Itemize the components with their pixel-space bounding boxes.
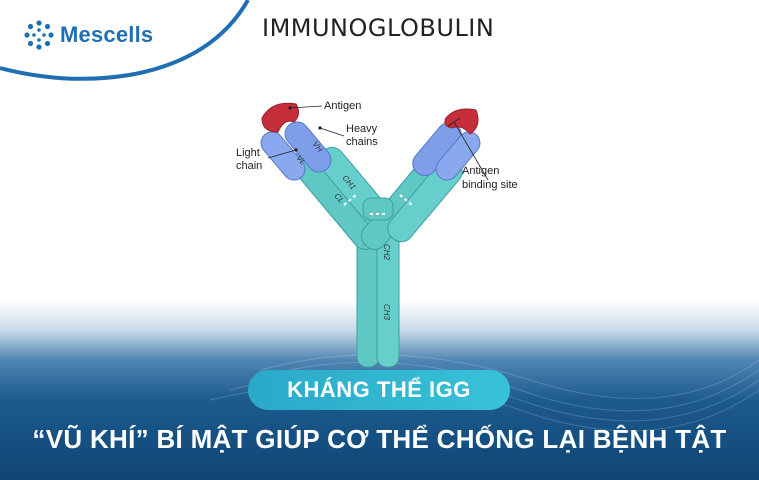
brand-logo: Mescells bbox=[24, 20, 153, 50]
title-badge: KHÁNG THỂ IGG bbox=[248, 370, 510, 410]
domain-ch3: CH3 bbox=[382, 304, 391, 321]
badge-text: KHÁNG THỂ IGG bbox=[287, 377, 471, 402]
dots-circle-logo-icon bbox=[24, 20, 54, 50]
label-heavy-1: Heavy bbox=[346, 123, 378, 135]
header-swoosh bbox=[0, 0, 250, 81]
brand-name: Mescells bbox=[60, 22, 154, 47]
label-antigen: Antigen bbox=[324, 100, 361, 112]
tagline: “VŨ KHÍ” BÍ MẬT GIÚP CƠ THỂ CHỐNG LẠI BỆ… bbox=[32, 424, 727, 454]
label-light-2: chain bbox=[236, 160, 262, 172]
label-light-1: Light bbox=[236, 147, 260, 159]
domain-ch2: CH2 bbox=[382, 244, 391, 261]
antigen-left-icon bbox=[261, 102, 300, 133]
label-heavy-2: chains bbox=[346, 136, 378, 148]
page-title: IMMUNOGLOBULIN bbox=[262, 14, 495, 42]
left-arm bbox=[260, 121, 400, 250]
antigen-right-icon bbox=[444, 108, 479, 135]
antibody-diagram: Antigen Heavy chains Light chain Antigen… bbox=[236, 100, 518, 368]
label-binding-1: Antigen bbox=[462, 165, 499, 177]
label-binding-2: binding site bbox=[462, 179, 518, 191]
